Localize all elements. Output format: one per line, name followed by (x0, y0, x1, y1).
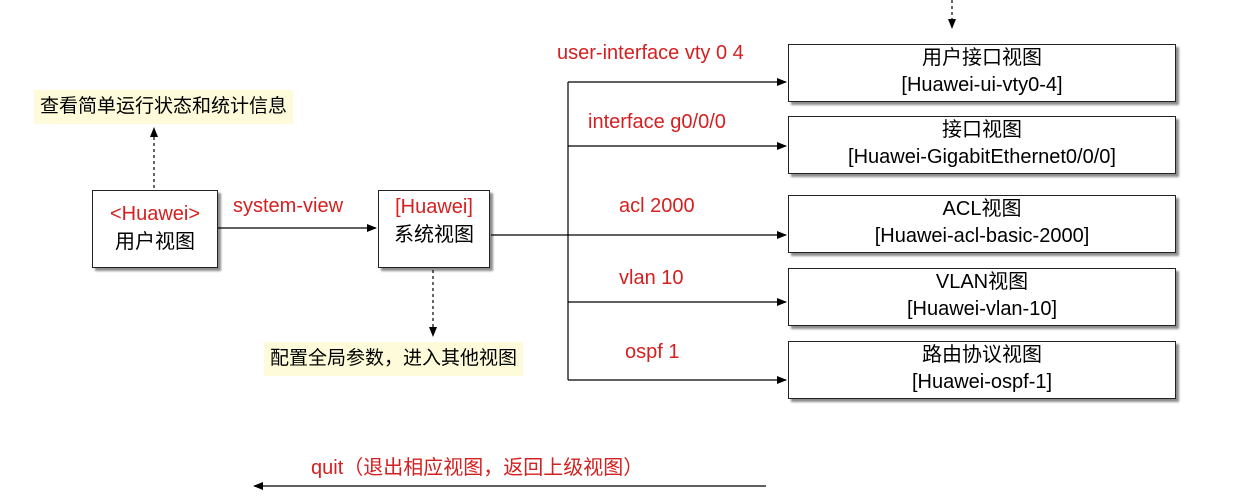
branch-command-interface: interface g0/0/0 (588, 111, 726, 133)
view-prompt-interface: [Huawei-GigabitEthernet0/0/0] (848, 146, 1116, 168)
cmd-quit: quit（退出相应视图，返回上级视图） (311, 457, 644, 479)
view-prompt-vty: [Huawei-ui-vty0-4] (901, 74, 1063, 96)
view-name-acl: ACL视图 (942, 198, 1022, 220)
view-box-vlan: VLAN视图 [Huawei-vlan-10] (788, 268, 1176, 326)
view-prompt-acl: [Huawei-acl-basic-2000] (874, 225, 1090, 247)
view-prompt-ospf: [Huawei-ospf-1] (911, 371, 1053, 393)
branch-command-vty: user-interface vty 0 4 (557, 42, 744, 64)
view-name-vlan: VLAN视图 (935, 271, 1029, 293)
branch-command-ospf: ospf 1 (625, 341, 680, 363)
note-bottom: 配置全局参数，进入其他视图 (264, 342, 524, 376)
system-view-name: 系统视图 (394, 224, 474, 246)
branch-command-vlan: vlan 10 (619, 267, 684, 289)
user-view-box: <Huawei> 用户视图 (92, 190, 218, 268)
cmd-system-view: system-view (233, 195, 344, 217)
user-view-name: 用户视图 (115, 231, 195, 253)
note-top: 查看简单运行状态和统计信息 (34, 90, 294, 124)
view-box-vty: 用户接口视图 [Huawei-ui-vty0-4] (788, 44, 1176, 102)
view-box-ospf: 路由协议视图 [Huawei-ospf-1] (788, 341, 1176, 399)
system-view-prompt: [Huawei] (395, 196, 473, 218)
view-name-interface: 接口视图 (942, 119, 1022, 141)
view-name-ospf: 路由协议视图 (922, 344, 1042, 366)
view-prompt-vlan: [Huawei-vlan-10] (906, 298, 1058, 320)
system-view-box: [Huawei] 系统视图 (378, 190, 490, 268)
branch-command-acl: acl 2000 (619, 195, 695, 217)
view-box-acl: ACL视图 [Huawei-acl-basic-2000] (788, 195, 1176, 253)
view-name-vty: 用户接口视图 (922, 47, 1042, 69)
user-view-prompt: <Huawei> (109, 203, 201, 225)
view-box-interface: 接口视图 [Huawei-GigabitEthernet0/0/0] (788, 116, 1176, 174)
